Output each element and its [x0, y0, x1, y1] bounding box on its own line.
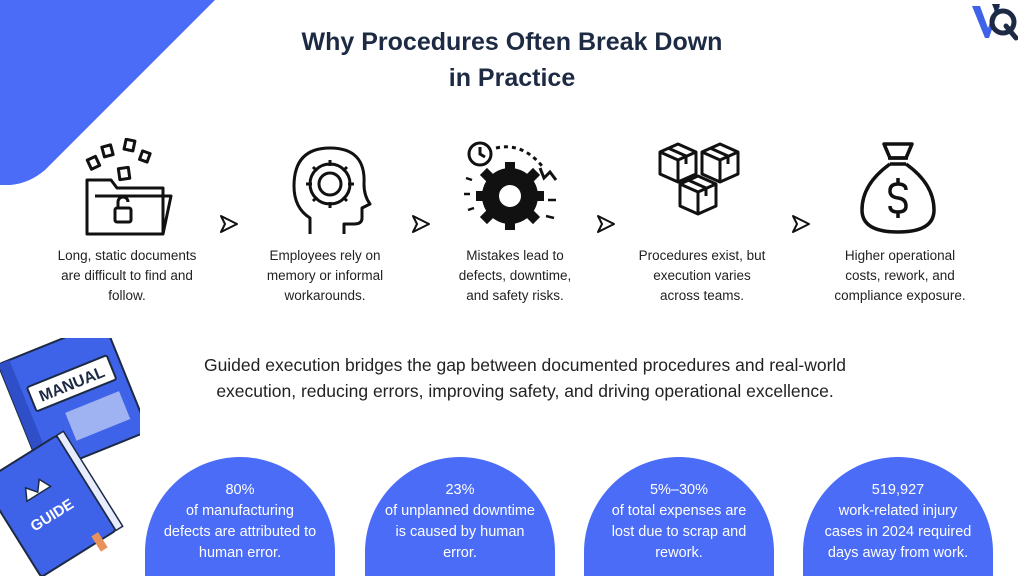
vq-logo — [972, 4, 1018, 41]
step-caption: Mistakes lead to defects, downtime, and … — [458, 248, 572, 303]
corner-decoration — [0, 0, 215, 185]
page-title-line-2: in Practice — [448, 64, 576, 92]
arrow-right-icon — [220, 215, 238, 233]
stat-value: 80% — [225, 482, 255, 498]
step-caption: Procedures exist, but execution varies a… — [638, 248, 766, 303]
step-caption: Higher operational costs, rework, and co… — [834, 248, 966, 303]
page-title-line-1: Why Procedures Often Break Down — [301, 28, 723, 56]
folder-documents-icon — [85, 138, 173, 236]
stat-card: 80% of manufacturing defects are attribu… — [145, 457, 335, 576]
summary-line-2: execution, reducing errors, improving sa… — [216, 381, 834, 401]
manual-guide-books-illustration: MANUAL GUIDE — [0, 338, 140, 576]
stat-card: 23% of unplanned downtime is caused by h… — [365, 457, 555, 576]
stat-value: 5%–30% — [649, 482, 709, 498]
step-caption: Long, static documents are difficult to … — [57, 248, 197, 303]
stat-card: 519,927 work-related injury cases in 202… — [803, 457, 993, 576]
arrow-right-icon — [597, 215, 615, 233]
arrow-right-icon — [412, 215, 430, 233]
stat-value: 519,927 — [871, 482, 925, 498]
money-bag-icon — [860, 142, 936, 234]
stat-card: 5%–30% of total expenses are lost due to… — [584, 457, 774, 576]
stat-value: 23% — [445, 482, 475, 498]
gear-clock-icon — [464, 141, 558, 230]
boxes-icon — [658, 142, 740, 216]
step-caption: Employees rely on memory or informal wor… — [266, 248, 384, 303]
arrow-right-icon — [792, 215, 810, 233]
head-gear-icon — [292, 146, 372, 234]
summary-line-1: Guided execution bridges the gap between… — [203, 355, 847, 375]
